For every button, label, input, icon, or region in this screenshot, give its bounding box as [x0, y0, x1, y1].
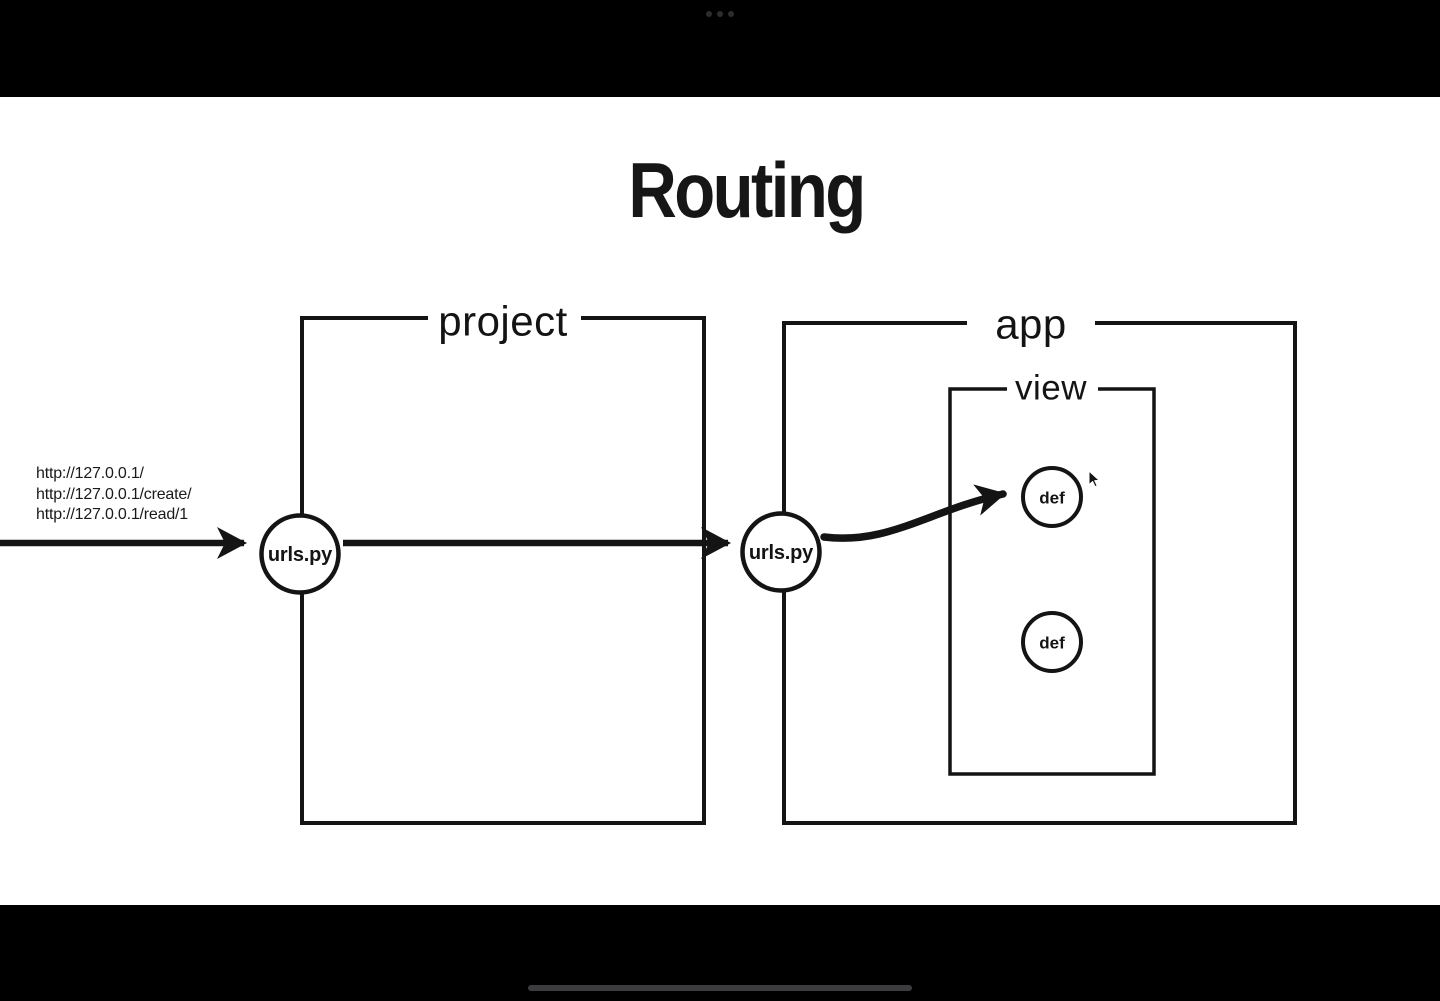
project-urls-node-label: urls.py [268, 544, 333, 566]
routing-diagram: project app view urls.py urls.py def def [0, 298, 1297, 825]
project-urls-node: urls.py [259, 513, 341, 595]
app-box [782, 321, 1297, 825]
request-url-line: http://127.0.0.1/create/ [36, 485, 192, 503]
view-def-node-top: def [1021, 466, 1083, 528]
project-box [300, 316, 706, 825]
view-box [948, 387, 1156, 776]
home-indicator[interactable] [528, 985, 912, 991]
view-def-node-bottom: def [1021, 611, 1083, 673]
app-urls-node-label: urls.py [749, 542, 814, 564]
ellipsis-dot [706, 11, 712, 17]
app-urls-node: urls.py [740, 511, 822, 593]
ellipsis-dot [728, 11, 734, 17]
window-bottom-bar [0, 905, 1440, 1001]
view-box-label: view [1015, 369, 1087, 408]
app-box-label: app [995, 301, 1067, 348]
ellipsis-icon[interactable] [706, 11, 734, 17]
project-box-label: project [438, 298, 568, 345]
view-def-node-bottom-label: def [1039, 634, 1065, 653]
cursor-arrow-icon [1088, 470, 1100, 488]
request-url-list: http://127.0.0.1/ http://127.0.0.1/creat… [36, 464, 192, 526]
urls-to-def-arrow [820, 484, 1007, 542]
ellipsis-dot [717, 11, 723, 17]
slide-canvas: Routing http://127.0.0.1/ http://127.0.0… [0, 97, 1440, 905]
request-url-line: http://127.0.0.1/read/1 [36, 506, 188, 524]
request-url-line: http://127.0.0.1/ [36, 465, 144, 482]
slide-title: Routing [628, 146, 866, 234]
view-def-node-top-label: def [1039, 489, 1065, 508]
window-top-bar [0, 0, 1440, 97]
